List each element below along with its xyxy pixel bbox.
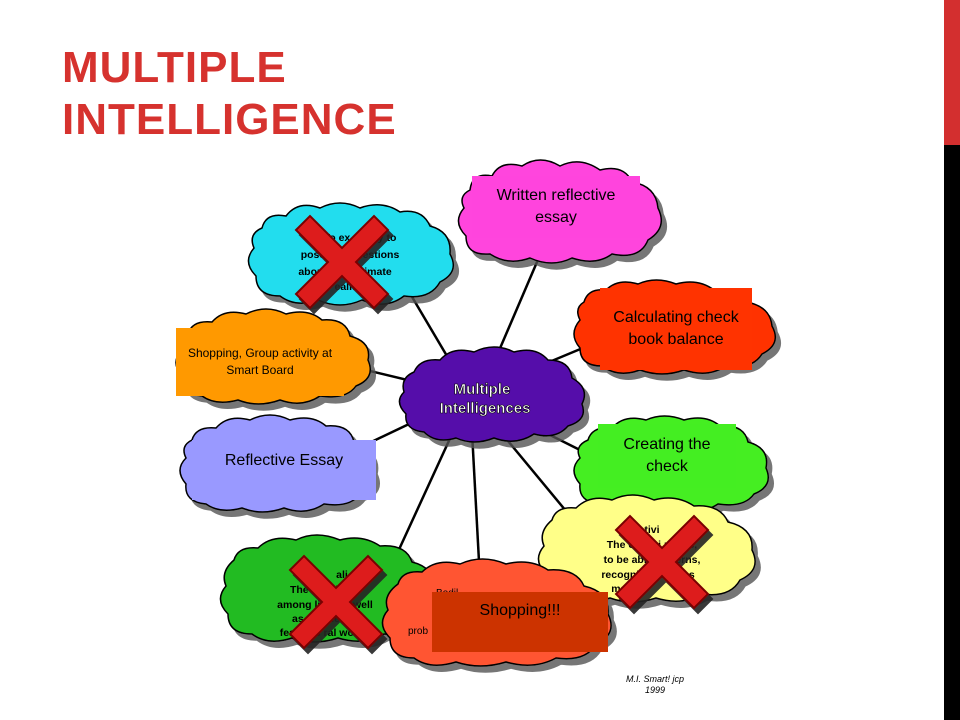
credit-line-1: M.I. Smart! jcp <box>626 674 685 684</box>
cloud-center <box>398 346 586 443</box>
calculating-checkbook-box: Calculating check book balance <box>600 288 752 370</box>
written-reflective-essay-label: Written reflective essay <box>496 187 616 226</box>
credit-line-2: 1999 <box>644 685 666 695</box>
written-reflective-essay-box: Written reflective essay <box>472 176 640 238</box>
creating-check-box: Creating the check <box>598 424 736 488</box>
cross-mark-icon <box>288 554 384 650</box>
cross-mark-icon <box>614 514 710 610</box>
shopping-group-activity-box: Shopping, Group activity at Smart Board <box>176 328 344 396</box>
creating-check-label: Creating the check <box>623 436 711 475</box>
credit: M.I. Smart! jcp 1999 <box>626 674 684 696</box>
center-label-line-2: Intelligences <box>440 400 531 417</box>
right-edge-accent <box>944 0 960 145</box>
shopping-box: Shopping!!! <box>432 592 608 652</box>
cross-mark-icon <box>294 214 390 310</box>
shopping-group-activity-label: Shopping, Group activity at Smart Board <box>187 346 333 377</box>
right-edge-bar <box>944 0 960 720</box>
shopping-label: Shopping!!! <box>479 602 561 619</box>
naturalist-text-1: ali <box>336 569 348 581</box>
page-title: MULTIPLE INTELLIGENCE <box>62 42 397 146</box>
reflective-essay-box: Reflective Essay <box>192 440 376 500</box>
center-label-line-1: Multiple <box>454 381 511 398</box>
calculating-checkbook-label: Calculating check book balance <box>613 309 739 348</box>
bodily-text-2: prob <box>408 626 428 637</box>
title-line-2: INTELLIGENCE <box>62 95 397 144</box>
title-line-1: MULTIPLE <box>62 43 287 92</box>
reflective-essay-label: Reflective Essay <box>224 452 344 469</box>
